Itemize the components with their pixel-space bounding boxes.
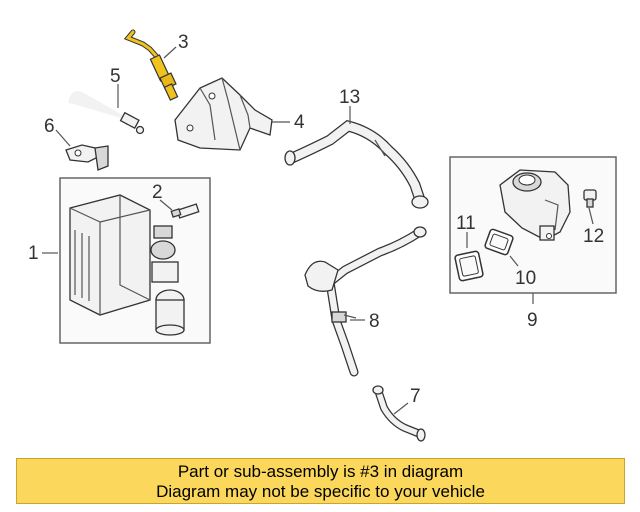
leader-6 [55,129,71,147]
part-9-oil-separator[interactable] [499,169,571,241]
callout-7[interactable]: 7 [410,386,421,407]
callout-3[interactable]: 3 [178,32,189,53]
part-8-clamp[interactable] [331,311,357,323]
callout-10[interactable]: 10 [515,268,536,289]
part-12-plug[interactable] [583,189,597,208]
callout-11[interactable]: 11 [456,213,476,234]
callout-13[interactable]: 13 [339,87,360,108]
callout-2[interactable]: 2 [152,182,163,203]
callout-5[interactable]: 5 [110,66,121,87]
banner-line-2: Diagram may not be specific to your vehi… [156,482,485,501]
vehicle-notice-banner: Part or sub-assembly is #3 in diagram Di… [16,458,625,504]
part-7-hose[interactable] [372,385,426,442]
part-13-vent-hose[interactable] [284,120,429,209]
leader-3 [163,46,177,59]
parts-diagram: 3 5 6 4 13 [28,29,617,442]
part-5-hose[interactable] [68,91,145,135]
part-1-canister[interactable] [69,194,185,336]
part-11-gasket[interactable] [454,250,484,282]
part-10-gasket[interactable] [484,228,514,256]
callout-12[interactable]: 12 [583,226,604,247]
leader-7 [393,402,409,415]
part-6-bracket[interactable] [65,144,109,171]
leader-10 [509,255,519,267]
callout-6[interactable]: 6 [44,116,55,137]
callout-1[interactable]: 1 [28,243,39,264]
leader-2 [159,199,173,211]
part-2-valve[interactable] [170,203,200,219]
leader-12 [588,207,594,225]
callout-4[interactable]: 4 [294,112,305,133]
part-4-heat-shield[interactable] [174,77,273,151]
part-vent-pipe[interactable] [304,226,427,377]
part-3-sensor[interactable] [123,29,179,101]
callout-9[interactable]: 9 [527,310,538,331]
callout-8[interactable]: 8 [369,311,380,332]
banner-line-1: Part or sub-assembly is #3 in diagram [177,462,464,481]
